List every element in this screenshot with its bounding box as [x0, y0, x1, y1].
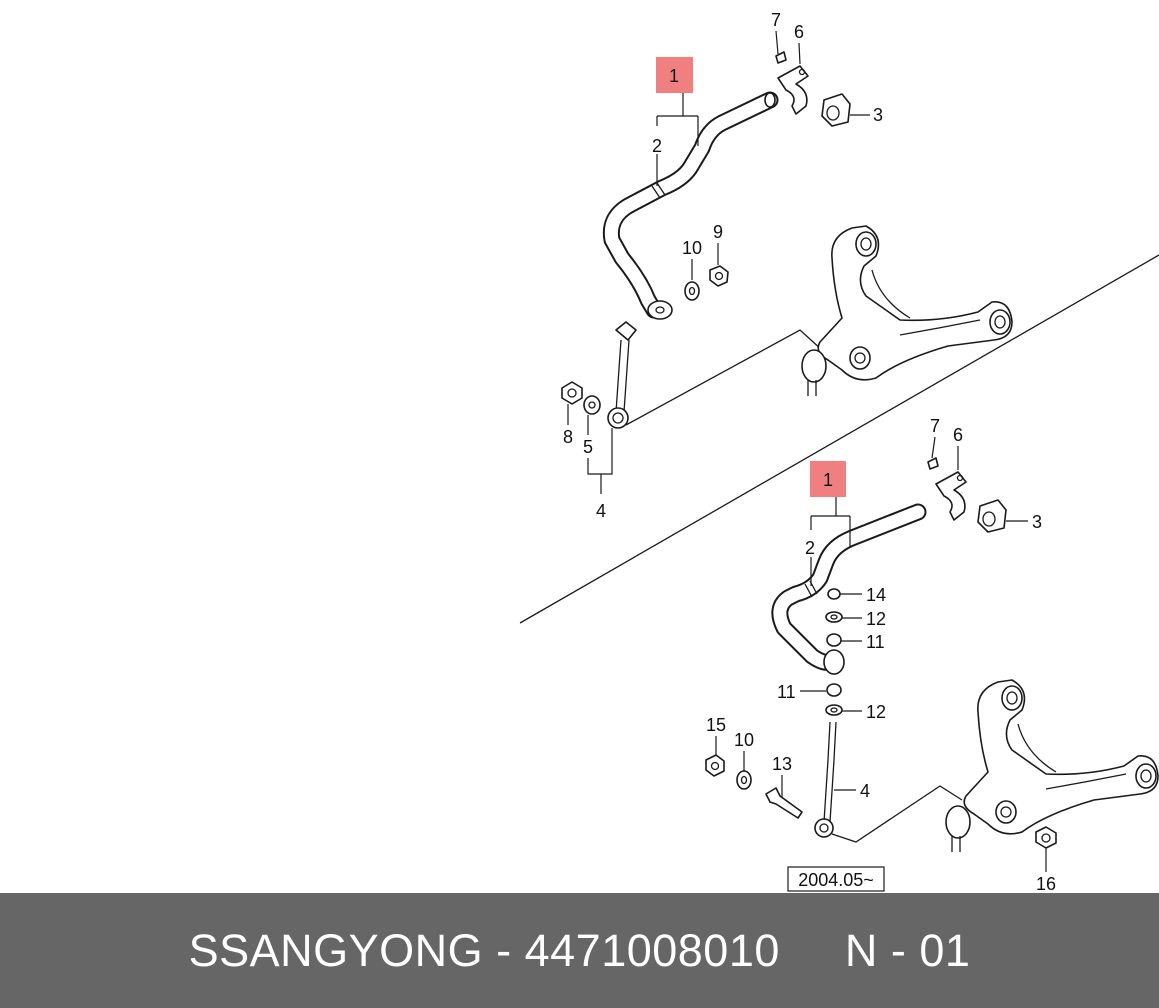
- callout-10-bottom: 10: [734, 730, 754, 750]
- callout-3-bottom: 3: [1032, 512, 1042, 532]
- washer-12a-bottom: [825, 611, 843, 623]
- bushing-top: [821, 93, 851, 127]
- bushing-bottom: [977, 499, 1007, 533]
- callout-4-top: 4: [596, 501, 606, 521]
- callout-14-bottom: 14: [866, 585, 886, 605]
- callout-6-bottom: 6: [953, 425, 963, 445]
- callout-7-bottom: 7: [930, 416, 940, 436]
- callout-2-top: 2: [652, 136, 662, 156]
- nut-16-bottom: [1035, 826, 1057, 849]
- callout-7-top: 7: [771, 10, 781, 30]
- date-label: 2004.05~: [798, 870, 874, 890]
- stabilizer-link-bottom: [814, 721, 963, 843]
- date-label-box: [787, 866, 885, 892]
- control-arm-top: [801, 225, 1013, 396]
- callout-8-top: 8: [563, 427, 573, 447]
- callout-10-top: 10: [682, 238, 702, 258]
- bushing-11b-bottom: [826, 683, 842, 697]
- callout-1-bottom: 1: [823, 470, 833, 490]
- top-view: 1 2 7 6 3 10 9 8 5 4: [561, 10, 1013, 521]
- callout-13-bottom: 13: [772, 754, 792, 774]
- callout-16-bottom: 16: [1036, 874, 1056, 893]
- stabilizer-bar-bottom: [771, 503, 927, 675]
- callout-1-highlight-top: [656, 57, 693, 93]
- callout-1-highlight-bottom: [810, 461, 846, 497]
- callout-12b-bottom: 12: [866, 702, 886, 722]
- footer-part-number: SSANGYONG - 4471008010 N - 01: [188, 924, 971, 976]
- washer-5-top: [583, 395, 601, 415]
- callout-1-top: 1: [669, 66, 679, 86]
- washer-12b-bottom: [825, 704, 843, 716]
- nut-14-bottom: [827, 588, 841, 600]
- callout-12a-bottom: 12: [866, 609, 886, 629]
- nut-8-top: [561, 381, 583, 405]
- bottom-view: 1 2 7 6 3 14 12 11 11 12 15 10 13 4 16 2…: [705, 416, 1159, 893]
- bracket-bottom: [927, 457, 967, 521]
- callout-5-top: 5: [583, 437, 593, 457]
- callout-11a-bottom: 11: [866, 632, 885, 652]
- washer-10-bottom: [736, 770, 752, 790]
- bolt-13-bottom: [765, 787, 803, 819]
- callout-9-top: 9: [713, 222, 723, 242]
- control-arm-bottom: [945, 679, 1159, 852]
- section-divider-line: [519, 254, 1159, 624]
- nut-15-bottom: [705, 754, 725, 777]
- bracket-top: [775, 51, 809, 115]
- parts-diagram: 1 2 7 6 3 10 9 8 5 4: [519, 10, 1159, 893]
- callout-6-top: 6: [794, 22, 804, 42]
- stabilizer-link-top: [607, 321, 823, 429]
- callout-11b-bottom: 11: [777, 682, 796, 702]
- bushing-11a-bottom: [826, 633, 842, 647]
- callout-2-bottom: 2: [805, 538, 815, 558]
- callout-4-bottom: 4: [860, 781, 870, 801]
- footer-bar: SSANGYONG - 4471008010 N - 01: [0, 893, 1159, 1008]
- nut-top: [709, 265, 729, 287]
- callout-3-top: 3: [873, 105, 883, 125]
- callout-15-bottom: 15: [706, 715, 726, 735]
- stabilizer-bar-top: [602, 91, 779, 320]
- washer-top: [684, 281, 700, 301]
